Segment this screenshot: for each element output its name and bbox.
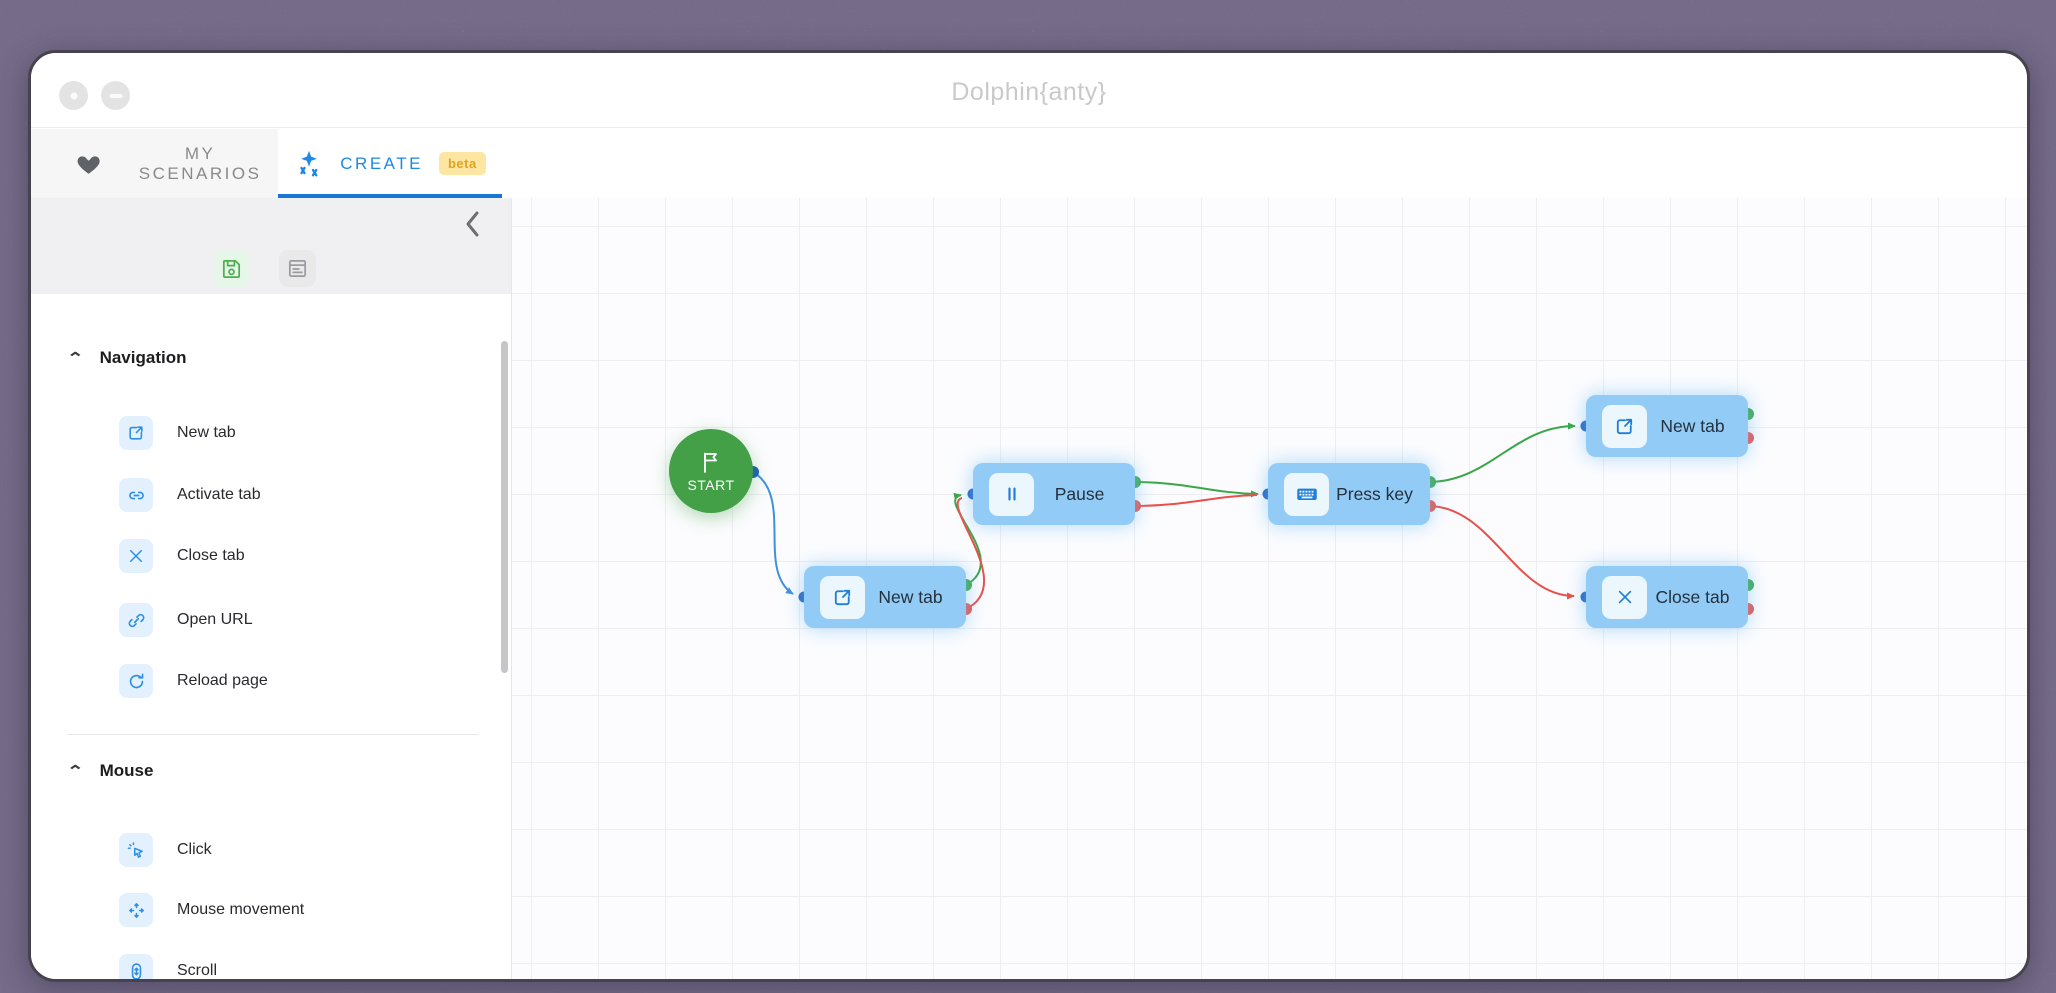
beta-badge: beta bbox=[438, 152, 486, 175]
sidebar-item-close-tab[interactable]: Close tab bbox=[119, 539, 245, 573]
sidebar-item-label: Click bbox=[177, 841, 212, 858]
start-node-label: START bbox=[687, 476, 735, 493]
close-tab-icon bbox=[1602, 575, 1647, 619]
window-close-button[interactable] bbox=[59, 81, 88, 110]
reload-page-icon bbox=[119, 664, 153, 698]
app-window: Dolphin{anty} MY SCENARIOS CREATE beta bbox=[28, 50, 2030, 982]
sidebar-item-label: Scroll bbox=[177, 962, 218, 979]
chevron-left-icon bbox=[466, 211, 479, 237]
edge-pause-success-to-presskey[interactable] bbox=[1132, 481, 1259, 498]
heart-icon bbox=[77, 155, 100, 174]
sparkles-icon bbox=[300, 150, 318, 176]
new-tab-icon bbox=[119, 416, 153, 450]
tab-my-scenarios[interactable]: MY SCENARIOS bbox=[31, 129, 278, 198]
sidebar-item-label: Mouse movement bbox=[177, 901, 305, 918]
section-label: Mouse bbox=[99, 761, 154, 780]
new-tab-icon bbox=[1602, 404, 1647, 448]
node-close-tab[interactable]: Close tab bbox=[1586, 566, 1748, 628]
section-divider bbox=[67, 734, 479, 735]
notes-icon bbox=[288, 259, 307, 278]
collapse-sidebar-button[interactable] bbox=[457, 210, 487, 244]
pause-icon bbox=[989, 472, 1034, 516]
node-label: Pause bbox=[1054, 483, 1105, 504]
start-node[interactable]: START bbox=[669, 429, 753, 513]
titlebar: Dolphin{anty} bbox=[31, 53, 2027, 128]
flag-icon bbox=[704, 452, 717, 473]
window-close-icon bbox=[70, 92, 77, 99]
app-title: Dolphin{anty} bbox=[951, 78, 1107, 106]
sidebar-scrollbar[interactable] bbox=[501, 341, 508, 673]
click-icon bbox=[119, 833, 153, 867]
edge-presskey-success-to-newtab2[interactable] bbox=[1427, 422, 1576, 483]
keyboard-icon bbox=[1284, 472, 1329, 516]
edge-newtab-error-to-pause[interactable] bbox=[956, 497, 985, 610]
window-minimize-button[interactable] bbox=[101, 81, 130, 110]
edge-start-to-newtab[interactable] bbox=[752, 471, 794, 595]
sidebar-item-label: Reload page bbox=[177, 672, 268, 689]
flow-canvas[interactable]: START New tab Pause Pre bbox=[512, 198, 2027, 979]
notes-button[interactable] bbox=[279, 250, 316, 287]
sidebar-item-scroll[interactable]: Scroll bbox=[119, 954, 217, 979]
node-label: New tab bbox=[878, 586, 943, 607]
main-area: ⌃ Navigation New tab Activate tab Cl bbox=[31, 198, 2027, 979]
node-new-tab-1[interactable]: New tab bbox=[804, 566, 966, 628]
tab-create-label: CREATE bbox=[340, 153, 423, 173]
sidebar-item-label: Activate tab bbox=[177, 486, 261, 503]
edge-pause-error-to-presskey[interactable] bbox=[1132, 494, 1258, 507]
tabbar: MY SCENARIOS CREATE beta bbox=[31, 129, 2027, 272]
sidebar-item-label: Open URL bbox=[177, 611, 253, 628]
section-header-mouse[interactable]: ⌃ Mouse bbox=[66, 761, 154, 781]
tab-create[interactable]: CREATE beta bbox=[278, 129, 502, 198]
section-header-navigation[interactable]: ⌃ Navigation bbox=[66, 348, 187, 368]
save-scenario-button[interactable] bbox=[213, 250, 250, 287]
sidebar-topbar bbox=[31, 198, 511, 294]
section-label: Navigation bbox=[99, 348, 187, 367]
scroll-icon bbox=[119, 954, 153, 979]
sidebar-item-click[interactable]: Click bbox=[119, 833, 212, 867]
sidebar-item-label: New tab bbox=[177, 424, 236, 441]
mouse-movement-icon bbox=[119, 893, 153, 927]
sidebar-item-open-url[interactable]: Open URL bbox=[119, 603, 253, 637]
new-tab-icon bbox=[820, 575, 865, 619]
sidebar-item-label: Close tab bbox=[177, 547, 245, 564]
save-icon bbox=[222, 259, 241, 278]
blocks-sidebar: ⌃ Navigation New tab Activate tab Cl bbox=[31, 198, 512, 979]
close-tab-icon bbox=[119, 539, 153, 573]
node-label: New tab bbox=[1660, 415, 1725, 436]
window-minimize-icon bbox=[109, 93, 122, 98]
open-url-icon bbox=[119, 603, 153, 637]
edge-presskey-error-to-closetab[interactable] bbox=[1427, 505, 1575, 600]
node-pause[interactable]: Pause bbox=[973, 463, 1135, 525]
node-press-key[interactable]: Press key bbox=[1268, 463, 1430, 525]
node-label: Press key bbox=[1336, 483, 1413, 504]
chevron-up-icon: ⌃ bbox=[66, 763, 85, 780]
sidebar-item-reload-page[interactable]: Reload page bbox=[119, 664, 268, 698]
sidebar-item-activate-tab[interactable]: Activate tab bbox=[119, 478, 261, 512]
sidebar-item-mouse-movement[interactable]: Mouse movement bbox=[119, 893, 304, 927]
flow-edges bbox=[747, 408, 1754, 615]
sidebar-item-new-tab[interactable]: New tab bbox=[119, 416, 236, 450]
edge-newtab-success-to-pause[interactable] bbox=[953, 492, 982, 586]
node-new-tab-2[interactable]: New tab bbox=[1586, 395, 1748, 457]
node-label: Close tab bbox=[1655, 586, 1730, 607]
chevron-up-icon: ⌃ bbox=[66, 350, 85, 367]
activate-tab-icon bbox=[119, 478, 153, 512]
tab-my-scenarios-label: MY SCENARIOS bbox=[138, 143, 262, 183]
